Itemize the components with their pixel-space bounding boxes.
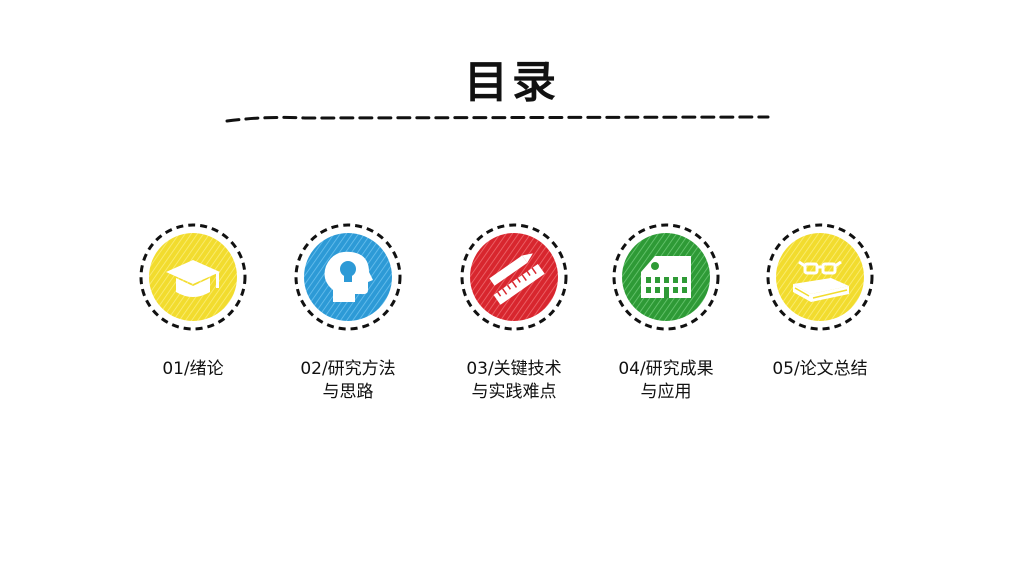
- dashed-divider: [225, 115, 770, 123]
- graduation-cap-icon: [166, 260, 220, 297]
- toc-badge-1: [138, 222, 248, 332]
- head-lightbulb-icon: [324, 251, 373, 302]
- toc-label-5: 05/论文总结: [772, 359, 868, 379]
- toc-label-3: 03/关键技术与实践难点: [466, 359, 562, 402]
- toc-badge-4: [611, 222, 721, 332]
- toc-label-2: 02/研究方法与思路: [300, 359, 396, 402]
- toc-badge-5: [765, 222, 875, 332]
- toc-label-1: 01/绪论: [162, 359, 224, 379]
- toc-badge-3: [459, 222, 569, 332]
- toc-label-4: 04/研究成果与应用: [618, 359, 714, 402]
- school-building-icon: [641, 256, 691, 298]
- ruler-pencil-icon: [489, 253, 545, 305]
- page-title: 目录: [464, 57, 560, 108]
- books-glasses-icon: [793, 260, 849, 302]
- toc-badge-2: [293, 222, 403, 332]
